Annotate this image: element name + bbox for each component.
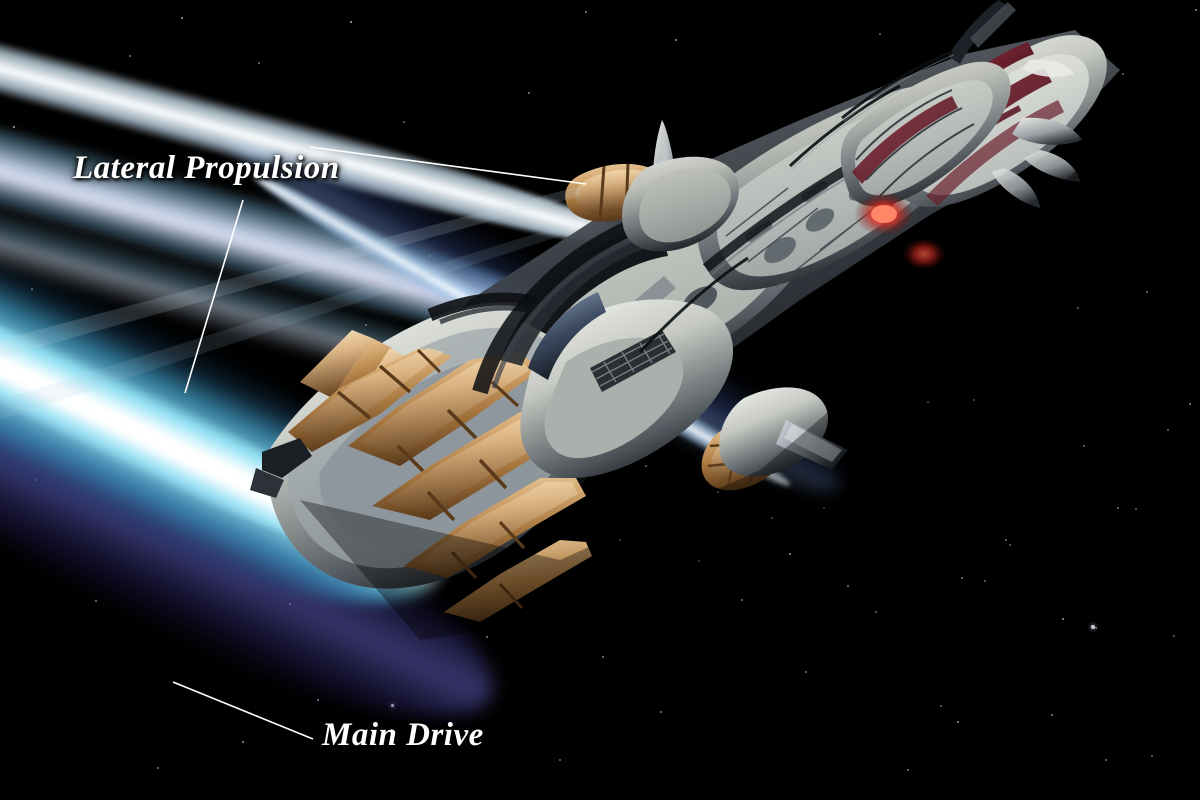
star	[983, 579, 987, 583]
star	[960, 576, 964, 580]
annotation-label-main-drive: Main Drive	[322, 717, 484, 753]
star	[906, 768, 910, 772]
star	[1091, 625, 1095, 629]
star	[1050, 713, 1054, 717]
star	[1105, 759, 1107, 761]
star	[659, 710, 663, 714]
star	[1122, 73, 1124, 75]
star	[1145, 290, 1149, 294]
star	[1188, 402, 1192, 406]
star	[601, 655, 605, 659]
star	[1166, 428, 1170, 432]
star	[1135, 508, 1137, 510]
star	[940, 705, 942, 707]
star	[1194, 8, 1198, 12]
star	[875, 611, 877, 613]
leader-line-main-drive-0	[172, 681, 314, 740]
star	[741, 599, 743, 601]
star	[956, 720, 960, 724]
star	[1061, 617, 1065, 621]
star	[846, 584, 850, 588]
leader-line-lateral-propulsion-1	[184, 199, 244, 394]
annotation-label-lateral-propulsion: Lateral Propulsion	[73, 150, 340, 186]
star	[1095, 627, 1097, 629]
leader-line-lateral-propulsion-0	[309, 146, 587, 185]
star	[1151, 755, 1153, 757]
star	[1173, 635, 1175, 637]
star	[559, 759, 561, 761]
star	[805, 671, 807, 673]
